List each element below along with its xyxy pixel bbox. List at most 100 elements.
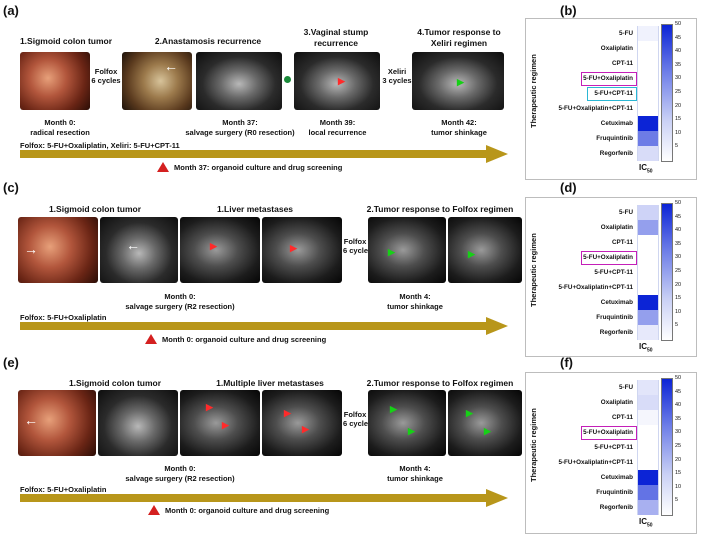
colorbar-tick-label: 40 [675, 402, 682, 409]
regimen-label: Oxaliplatin [600, 45, 633, 52]
panel-label-c: (c) [3, 180, 19, 195]
regimen-label: 5-FU [619, 209, 633, 216]
heatmap-cell [637, 26, 659, 41]
colorbar-tick-label: 5 [675, 497, 679, 504]
regimen-label: CPT-11 [612, 60, 633, 67]
mri-image-e-1: ▶ ▶ [180, 390, 260, 456]
caption-c-1: Month 0: salvage surgery (R2 resection) [125, 292, 235, 311]
heatmap-cell [637, 265, 659, 280]
heatmap-cell [637, 485, 659, 500]
heatmap-ylabel: Therapeutic regimen [529, 408, 538, 482]
colonoscopy-image-a-recurrence: ← [122, 52, 192, 110]
heatmap-cell [637, 500, 659, 515]
colorbar-tick-label: 35 [675, 415, 682, 422]
arrow-icon: ← [24, 412, 38, 428]
colorbar-tick-label: 10 [675, 483, 682, 490]
colorbar-tick-label: 10 [675, 129, 682, 136]
colorbar-tick-label: 25 [675, 268, 682, 274]
panel-label-b: (b) [560, 3, 577, 18]
mri-image-c-1: ▶ [180, 217, 260, 283]
red-arrow-icon: ▶ [206, 402, 213, 412]
regimen-label: 5-FU [619, 384, 633, 391]
regimen-label: 5-FU+CPT-11 [594, 90, 633, 97]
arrow-icon: ← [126, 237, 140, 253]
panel-label-d: (d) [560, 180, 577, 195]
title-c-1: 1.Sigmoid colon tumor [48, 204, 142, 214]
timeline-arrowhead-c [486, 317, 508, 335]
green-dot-icon [284, 76, 291, 83]
regimen-a-xeliri: Xeliri 3 cycles [382, 67, 412, 85]
regimen-label: 5-FU+Oxaliplatin+CPT-11 [558, 284, 633, 291]
heatmap-cell [637, 220, 659, 235]
red-arrow-icon: ▶ [338, 76, 345, 86]
timeline-arrowhead-e [486, 489, 508, 507]
regimen-label: 5-FU+Oxaliplatin [583, 75, 633, 82]
colorbar-tick-label: 45 [675, 388, 682, 395]
colorbar-tick-label: 45 [675, 213, 682, 220]
colorbar [661, 203, 673, 341]
caption-a-1: Month 0: radical resection [30, 118, 90, 137]
heatmap-cell [637, 146, 659, 161]
colonoscopy-image-e: ← [18, 390, 96, 456]
colonoscopy-image-a [20, 52, 90, 110]
regimen-label: Oxaliplatin [600, 224, 633, 231]
mri-image-e-4: ▶ ▶ [448, 390, 522, 456]
regimen-label: Oxaliplatin [600, 399, 633, 406]
title-a-2: 2.Anastamosis recurrence [154, 36, 262, 46]
red-arrow-icon: ▶ [302, 424, 309, 434]
colorbar-tick-label: 25 [675, 443, 682, 449]
title-a-1: 1.Sigmoid colon tumor [19, 36, 113, 46]
green-arrow-icon: ▶ [466, 408, 473, 418]
caption-a-4: Month 42: tumor shinkage [431, 118, 487, 137]
colorbar-tick-label: 35 [675, 61, 682, 68]
colorbar-tick-label: 5 [675, 322, 679, 329]
ct-image-e [98, 390, 178, 456]
heatmap-cell [637, 455, 659, 470]
colonoscopy-image-c: → [18, 217, 98, 283]
colorbar-tick-label: 25 [675, 89, 682, 95]
arrow-icon: ← [164, 58, 178, 74]
drug-note-c: Folfox: 5-FU+Oxaliplatin [20, 313, 107, 322]
regimen-label: 5-FU+Oxaliplatin+CPT-11 [558, 459, 633, 466]
title-e-1: 1.Sigmoid colon tumor [68, 378, 162, 388]
title-e-2: 1.Multiple liver metastases [216, 378, 324, 388]
mri-image-c-2: ▶ [262, 217, 342, 283]
heatmap-cell [637, 440, 659, 455]
colorbar-tick-label: 15 [675, 116, 682, 123]
regimen-label: Regorfenib [599, 504, 633, 511]
regimen-label: Fruquintinib [596, 135, 633, 142]
heatmap-cell [637, 41, 659, 56]
green-arrow-icon: ▶ [408, 426, 415, 436]
caption-a-2: Month 37: salvage surgery (R0 resection) [185, 118, 295, 137]
heatmap-cell [637, 325, 659, 340]
heatmap-cell [637, 250, 659, 265]
red-arrow-icon: ▶ [210, 241, 217, 251]
heatmap-cell [637, 395, 659, 410]
mri-image-e-3: ▶ ▶ [368, 390, 446, 456]
timeline-arrowhead-a [486, 145, 508, 163]
heatmap-cell [637, 56, 659, 71]
heatmap-cell [637, 116, 659, 131]
colorbar-tick-label: 30 [675, 429, 682, 436]
colorbar-tick-label: 50 [675, 21, 682, 27]
regimen-label: Cetuximab [600, 120, 633, 127]
ct-image-a-1 [196, 52, 282, 110]
regimen-a-folfox: Folfox 6 cycles [91, 67, 121, 85]
ct-image-a-3: ▶ [412, 52, 504, 110]
colorbar-tick-label: 15 [675, 295, 682, 302]
regimen-label: Fruquintinib [596, 489, 633, 496]
colorbar-tick-label: 5 [675, 143, 679, 150]
colorbar-tick-label: 50 [675, 375, 682, 381]
heatmap-cell [637, 380, 659, 395]
colorbar-tick-label: 10 [675, 308, 682, 315]
title-a-3: 3.Vaginal stump recurrence [303, 27, 369, 48]
regimen-label: Cetuximab [600, 474, 633, 481]
title-a-4: 4.Tumor response to Xeliri regimen [417, 27, 501, 48]
mri-image-c-3: ▶ [368, 217, 446, 283]
heatmap-cell [637, 410, 659, 425]
red-triangle-icon [145, 334, 157, 344]
green-arrow-icon: ▶ [484, 426, 491, 436]
regimen-label: 5-FU+Oxaliplatin [583, 429, 633, 436]
timeline-bar-e [20, 494, 488, 502]
green-arrow-icon: ▶ [457, 77, 464, 87]
